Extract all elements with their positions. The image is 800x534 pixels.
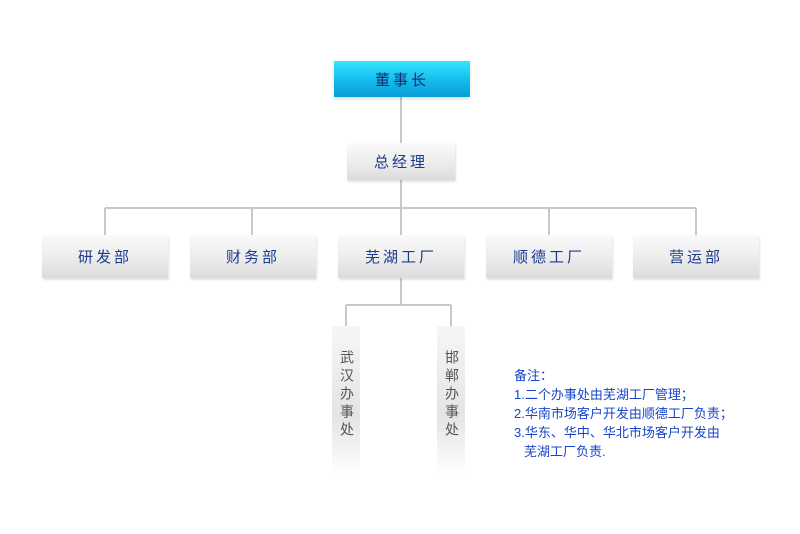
node-dept-wuhu-factory: 芜湖工厂 [338, 235, 464, 278]
node-general-manager-label: 总经理 [373, 153, 428, 171]
node-dept-label: 研发部 [77, 248, 132, 266]
node-dept-label: 芜湖工厂 [364, 248, 437, 266]
node-office-label: 武汉办事处 [338, 350, 354, 440]
node-dept-label: 营运部 [668, 248, 723, 266]
remarks-line-3: 3.华东、华中、华北市场客户开发由 [514, 425, 720, 440]
node-office-wuhan: 武汉办事处 [332, 326, 360, 476]
node-dept-finance: 财务部 [190, 235, 316, 278]
node-office-label: 邯郸办事处 [443, 350, 459, 440]
node-dept-label: 顺德工厂 [512, 248, 585, 266]
node-dept-operations: 营运部 [633, 235, 759, 278]
remarks-line-1: 1.二个办事处由芜湖工厂管理； [514, 387, 694, 402]
node-dept-label: 财务部 [225, 248, 280, 266]
remarks: 备注： 1.二个办事处由芜湖工厂管理； 2.华南市场客户开发由顺德工厂负责； 3… [514, 366, 784, 461]
remarks-title: 备注： [514, 368, 554, 383]
remarks-line-2: 2.华南市场客户开发由顺德工厂负责； [514, 406, 733, 421]
node-general-manager: 总经理 [347, 143, 455, 180]
node-dept-shunde-factory: 顺德工厂 [486, 235, 612, 278]
node-chairman: 董事长 [334, 61, 470, 97]
node-chairman-label: 董事长 [374, 70, 429, 89]
remarks-line-4: 芜湖工厂负责. [524, 444, 606, 459]
node-office-handan: 邯郸办事处 [437, 326, 465, 476]
node-dept-rnd: 研发部 [42, 235, 168, 278]
